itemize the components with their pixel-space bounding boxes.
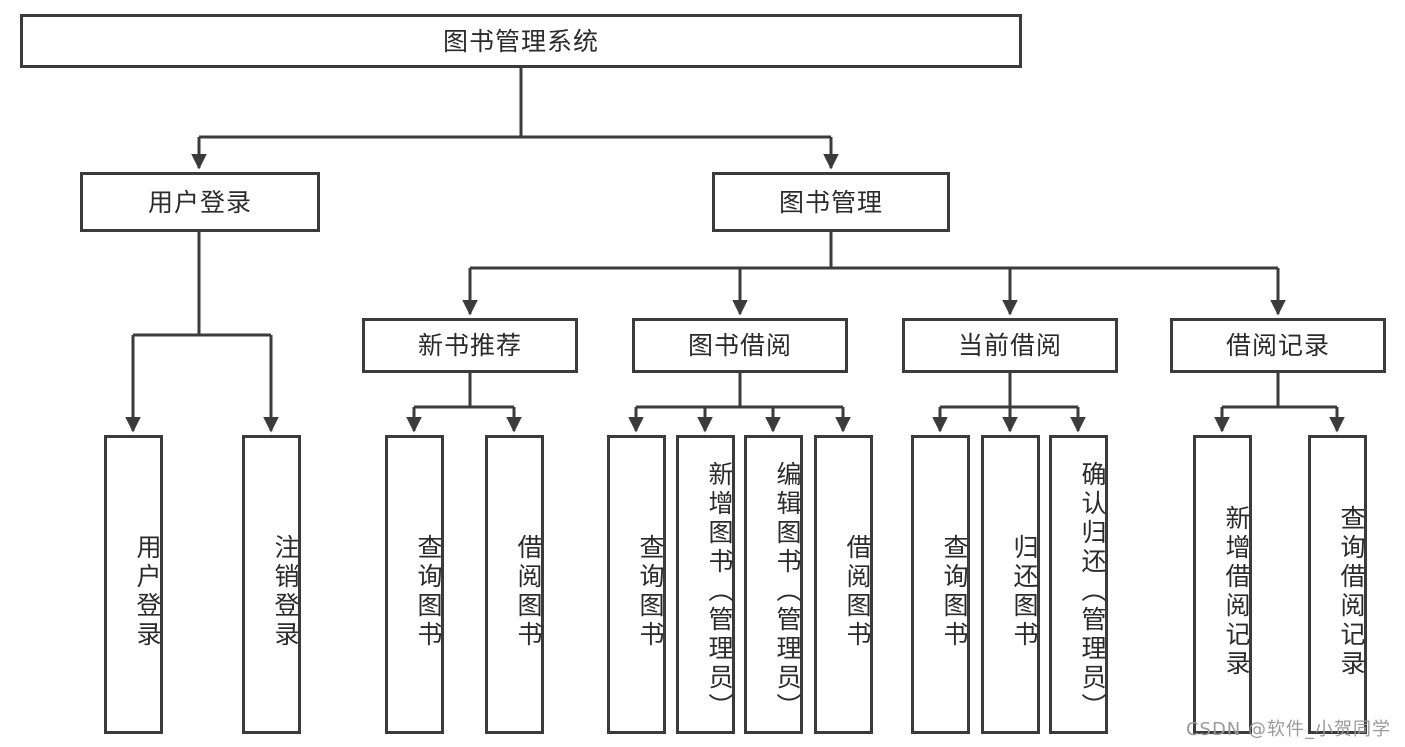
node-new-book-recommend-label: 新书推荐 [417,331,522,360]
node-book-borrow[interactable]: 图书借阅 [632,318,848,373]
node-leaf-query-book-2[interactable]: 查询图书 [607,435,666,734]
node-user-login-label: 用户登录 [147,187,252,217]
node-leaf-add-record-label: 新增借阅记录 [1222,504,1251,679]
node-leaf-query-record-label: 查询借阅记录 [1337,504,1366,679]
node-leaf-borrow-book-2-label: 借阅图书 [843,533,872,650]
node-book-manage[interactable]: 图书管理 [712,172,950,232]
node-leaf-query-book-2-label: 查询图书 [636,533,665,650]
node-leaf-user-login-label: 用户登录 [133,533,162,650]
csdn-watermark: CSDN @软件_小贺同学 [1185,719,1391,740]
node-leaf-borrow-book-1-label: 借阅图书 [514,533,543,650]
node-current-borrow-label: 当前借阅 [957,331,1062,360]
node-leaf-return-book[interactable]: 归还图书 [981,435,1040,734]
node-new-book-recommend[interactable]: 新书推荐 [362,318,578,373]
node-leaf-query-book-3[interactable]: 查询图书 [911,435,970,734]
node-leaf-add-record[interactable]: 新增借阅记录 [1193,435,1252,734]
node-book-manage-label: 图书管理 [778,187,883,217]
node-leaf-add-book-label: 新增图书（管理员） [705,461,734,722]
node-root-label: 图书管理系统 [442,26,599,56]
node-borrow-record[interactable]: 借阅记录 [1170,318,1386,373]
node-borrow-record-label: 借阅记录 [1225,331,1330,360]
node-leaf-query-book-1-label: 查询图书 [414,533,443,650]
node-current-borrow[interactable]: 当前借阅 [902,318,1118,373]
node-leaf-borrow-book-2[interactable]: 借阅图书 [814,435,873,734]
node-leaf-query-book-3-label: 查询图书 [940,533,969,650]
node-leaf-return-book-label: 归还图书 [1010,533,1039,650]
node-leaf-logout[interactable]: 注销登录 [242,435,301,734]
node-leaf-edit-book[interactable]: 编辑图书（管理员） [744,435,803,734]
node-leaf-logout-label: 注销登录 [271,533,300,650]
node-leaf-query-book-1[interactable]: 查询图书 [385,435,444,734]
node-leaf-edit-book-label: 编辑图书（管理员） [773,461,802,722]
node-leaf-confirm-return-label: 确认归还（管理员） [1078,461,1107,722]
node-root[interactable]: 图书管理系统 [20,14,1022,68]
node-user-login[interactable]: 用户登录 [80,172,320,232]
node-leaf-user-login[interactable]: 用户登录 [104,435,163,734]
node-leaf-confirm-return[interactable]: 确认归还（管理员） [1049,435,1108,734]
node-leaf-query-record[interactable]: 查询借阅记录 [1308,435,1367,734]
node-leaf-borrow-book-1[interactable]: 借阅图书 [485,435,544,734]
node-leaf-add-book[interactable]: 新增图书（管理员） [676,435,735,734]
node-book-borrow-label: 图书借阅 [687,331,792,360]
